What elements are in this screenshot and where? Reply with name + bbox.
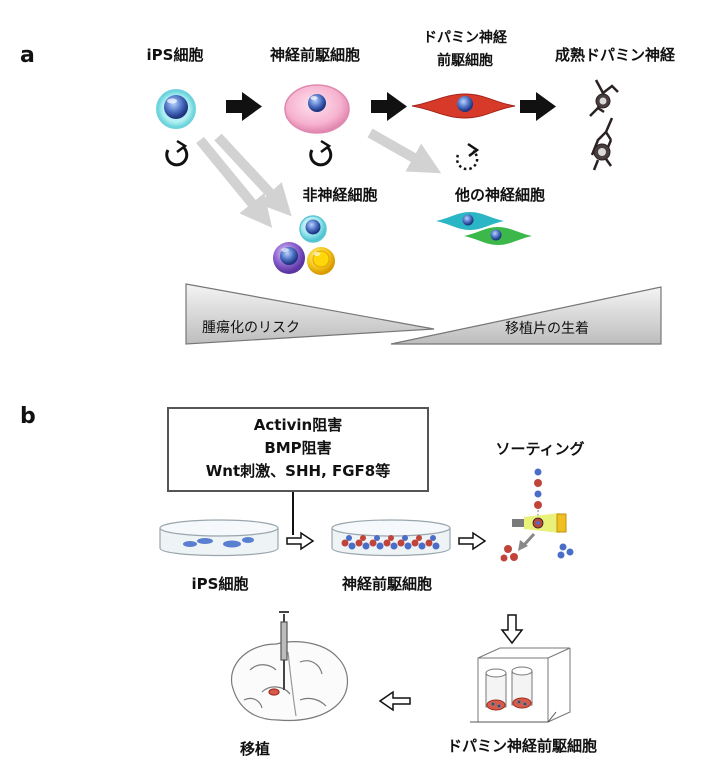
- stage-label-da-progenitor-line2: 前駆細胞: [437, 53, 493, 69]
- self-renewal-icon: [165, 139, 189, 167]
- dish-label-neural-progenitor: 神経前駆細胞: [341, 575, 432, 593]
- ips-cell-icon: [156, 89, 196, 129]
- neural-progenitor-cell-icon: [284, 84, 350, 134]
- open-arrow-icon: [458, 531, 487, 551]
- da-progenitor-label: ドパミン神経前駆細胞: [446, 737, 597, 755]
- self-renewal-icon: [309, 139, 333, 167]
- black-arrow-icon: [371, 92, 407, 121]
- condition-line: Wnt刺激、SHH, FGF8等: [205, 462, 391, 480]
- open-arrow-down-icon: [500, 614, 524, 645]
- stage-label-da-progenitor-line1: ドパミン神経: [423, 30, 507, 46]
- risk-label: 腫瘍化のリスク: [202, 320, 300, 336]
- stage-label-neural-progenitor: 神経前駆細胞: [269, 46, 360, 64]
- da-progenitor-cell-icon: [411, 93, 516, 119]
- engraftment-label: 移植片の生着: [505, 321, 589, 337]
- condition-line: BMP阻害: [264, 439, 332, 457]
- other-neural-label: 他の神経細胞: [454, 186, 545, 204]
- condition-line: Activin阻害: [253, 416, 343, 434]
- mature-da-neuron-icon: [589, 79, 619, 171]
- risk-triangle: [185, 283, 435, 345]
- panel-a-diagram: [156, 79, 662, 345]
- black-arrow-icon: [520, 92, 556, 121]
- slow-division-icon: [455, 149, 479, 171]
- open-arrow-left-icon: [378, 690, 411, 712]
- panel-b-diagram: [159, 468, 574, 723]
- panel-b-letter: b: [20, 404, 36, 429]
- black-arrow-icon: [226, 92, 262, 121]
- non-neural-label: 非神経細胞: [302, 186, 378, 204]
- brain-transplant-icon: [231, 611, 349, 722]
- da-progenitor-wells-icon: [470, 647, 571, 723]
- transplant-label: 移植: [239, 740, 270, 758]
- cell-sorter-icon: [500, 468, 574, 562]
- gray-arrow-icon: [196, 128, 442, 228]
- panel-a-letter: a: [20, 43, 35, 68]
- sorting-label: ソーティング: [495, 440, 585, 458]
- open-arrow-icon: [286, 531, 315, 551]
- engraftment-triangle: [390, 286, 662, 345]
- ips-culture-dish-icon: [159, 519, 279, 557]
- stage-label-ips: iPS細胞: [146, 46, 204, 64]
- other-neural-cells-icon: [436, 212, 532, 245]
- stage-label-mature-da: 成熟ドパミン神経: [554, 46, 675, 64]
- non-neural-cells-icon: [273, 215, 335, 275]
- neural-progenitor-culture-dish-icon: [331, 519, 451, 557]
- dish-label-ips: iPS細胞: [191, 575, 249, 593]
- differentiation-conditions-box: Activin阻害 BMP阻害 Wnt刺激、SHH, FGF8等: [167, 407, 429, 492]
